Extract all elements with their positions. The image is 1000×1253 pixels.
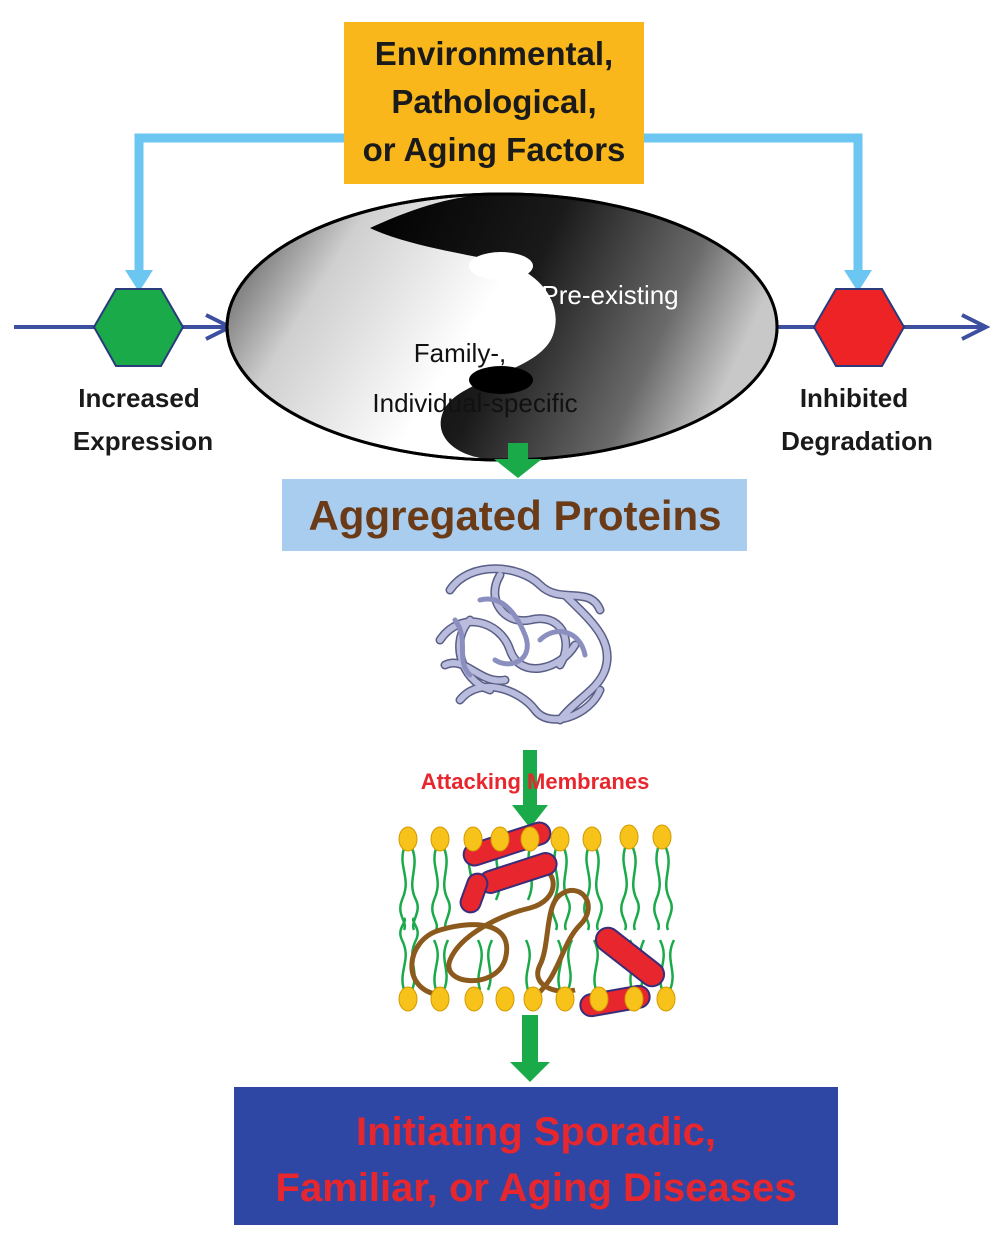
disease-line-1: Initiating Sporadic, <box>356 1110 716 1154</box>
main-arrowhead-right <box>961 313 991 341</box>
disease-box: Initiating Sporadic, Familiar, or Aging … <box>234 1087 838 1225</box>
aggregated-proteins-box: Aggregated Proteins <box>282 479 747 551</box>
attacking-membranes-label: Attacking Membranes <box>421 769 650 794</box>
pre-existing-label: Pre-existing <box>541 280 678 310</box>
yin-yang-ellipse: Pre-existing Family-, Individual-specifi… <box>225 192 779 462</box>
disease-line-2: Familiar, or Aging Diseases <box>276 1166 797 1210</box>
factors-line-1: Environmental, <box>375 35 613 72</box>
yin-yang-white-dot <box>469 252 533 280</box>
red-hexagon-icon <box>812 288 906 367</box>
aggregated-proteins-label: Aggregated Proteins <box>308 492 721 539</box>
family-label-line-1: Family-, <box>414 338 506 368</box>
green-arrow-2 <box>512 750 548 828</box>
feedback-arrow-left <box>134 133 346 275</box>
right-node-line-1: Inhibited <box>800 383 908 413</box>
left-node-label: Increased Expression <box>73 383 213 456</box>
left-node-line-1: Increased <box>78 383 199 413</box>
green-arrow-1 <box>494 443 542 478</box>
yin-yang-black-dot <box>469 366 533 394</box>
yin-yang-dark-half <box>370 194 777 460</box>
right-node-line-2: Degradation <box>781 426 933 456</box>
membrane-bilayer-icon <box>398 821 676 1018</box>
family-label-line-2: Individual-specific <box>372 388 577 418</box>
feedback-arrowhead-right <box>844 270 872 292</box>
factors-box: Environmental, Pathological, or Aging Fa… <box>344 22 644 184</box>
factors-line-2: Pathological, <box>391 83 596 120</box>
factors-line-3: or Aging Factors <box>363 131 626 168</box>
green-hexagon-icon <box>92 288 185 367</box>
left-node-line-2: Expression <box>73 426 213 456</box>
green-arrow-3 <box>510 1015 550 1082</box>
feedback-arrows <box>125 133 872 292</box>
feedback-arrowhead-left <box>125 270 153 292</box>
right-node-label: Inhibited Degradation <box>781 383 933 456</box>
feedback-arrow-right <box>644 133 863 275</box>
protein-aggregate-icon <box>435 564 612 725</box>
